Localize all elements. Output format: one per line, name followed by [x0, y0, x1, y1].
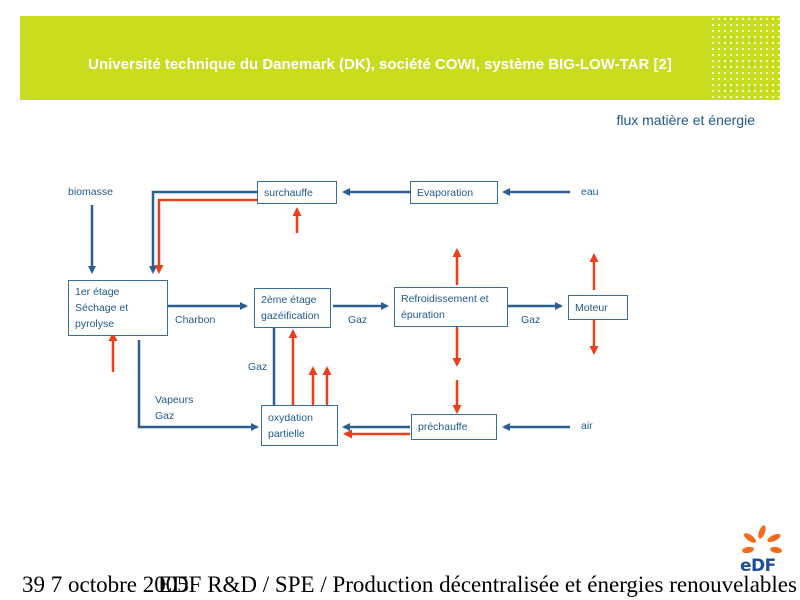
box-etage1: 1er étage Séchage et pyrolyse	[68, 280, 168, 336]
footer-organisation: EDF R&D / SPE / Production décentralisée…	[158, 572, 797, 597]
flow-vapeurs-oxydation	[137, 340, 259, 431]
footer-page-date: 39 7 octobre 2005	[22, 572, 189, 597]
label-vapeurs-gaz: Vapeurs Gaz	[155, 394, 194, 422]
banner-dot-pattern	[710, 16, 780, 100]
box-etage2: 2ème étage gazéification	[254, 288, 331, 328]
heat-surchauffe-etage1	[154, 198, 336, 274]
title-banner: Université technique du Danemark (DK), s…	[20, 16, 780, 100]
box-evaporation: Evaporation	[410, 181, 498, 204]
box-prechauffe: préchauffe	[411, 414, 497, 440]
edf-logo-text: eDF	[740, 556, 776, 576]
label-air: air	[581, 420, 593, 432]
box-oxydation: oxydation partielle	[261, 405, 338, 446]
box-refroidissement: Refroidissement et épuration	[394, 287, 508, 327]
label-eau: eau	[581, 186, 599, 198]
label-gaz-oxydation: Gaz	[248, 361, 268, 373]
label-gaz-etage2: Gaz	[348, 314, 368, 326]
flow-surchauffe-etage1	[149, 190, 257, 274]
box-moteur: Moteur	[568, 295, 628, 320]
label-charbon: Charbon	[175, 314, 216, 326]
slide-subtitle: flux matière et énergie	[616, 112, 755, 128]
label-biomasse: biomasse	[68, 186, 113, 198]
slide-title: Université technique du Danemark (DK), s…	[88, 56, 672, 73]
edf-logo-icon	[742, 525, 782, 554]
box-surchauffe: surchauffe	[257, 181, 337, 204]
label-gaz-moteur: Gaz	[521, 314, 541, 326]
